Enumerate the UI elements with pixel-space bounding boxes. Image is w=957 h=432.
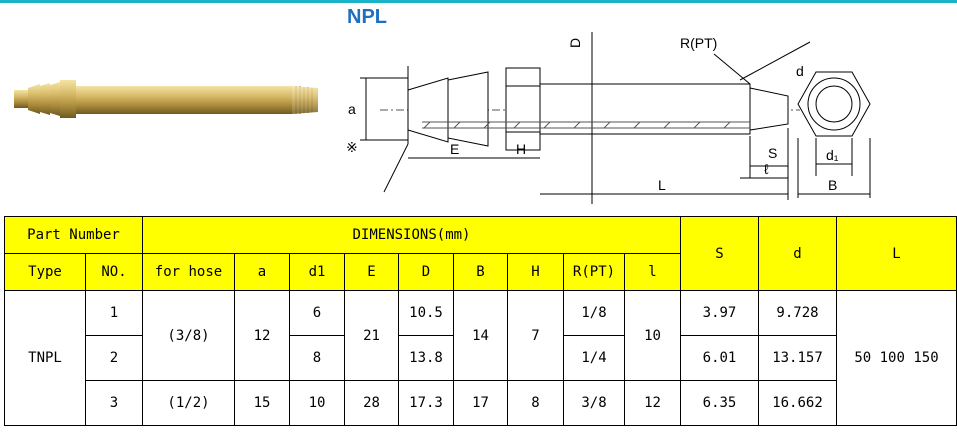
d1-cell: 10 (289, 380, 345, 426)
h-cell: 7 (507, 290, 564, 381)
b-cell: 17 (453, 380, 508, 426)
d-outer-cell: 10.5 (398, 290, 454, 336)
d1-cell: 6 (289, 290, 345, 336)
label-B: B (828, 177, 837, 193)
s-cell: 3.97 (680, 290, 759, 336)
label-a: a (348, 101, 356, 117)
for-hose-cell: (3/8) (142, 290, 235, 381)
no-cell: 2 (85, 335, 143, 381)
s-header: S (680, 216, 759, 291)
label-L: L (658, 177, 666, 193)
r-cell: 1/8 (563, 290, 625, 336)
b-cell: 14 (453, 290, 508, 381)
d-outer-cell: 17.3 (398, 380, 454, 426)
d1-header: d1 (289, 253, 345, 291)
h-header: H (507, 253, 564, 291)
e-cell: 21 (344, 290, 399, 381)
type-cell: TNPL (4, 290, 86, 426)
no-cell: 1 (85, 290, 143, 336)
product-title: NPL (347, 6, 387, 28)
l-cell: 12 (624, 380, 681, 426)
label-R: R(PT) (680, 35, 717, 51)
label-d: d (796, 63, 804, 79)
s-cell: 6.35 (680, 380, 759, 426)
brass-nipple-photo (14, 80, 318, 118)
a-header: a (234, 253, 290, 291)
d1-cell: 8 (289, 335, 345, 381)
part-number-header: Part Number (4, 216, 143, 254)
d-outer-header: D (398, 253, 454, 291)
r-cell: 1/4 (563, 335, 625, 381)
d-cell: 16.662 (758, 380, 837, 426)
dimension-drawing: D R(PT) d a ※ E H S ℓ L d₁ B (346, 32, 871, 204)
d-outer-cell: 13.8 (398, 335, 454, 381)
dimensions-table: Part Number DIMENSIONS(mm) S d L Type NO… (4, 216, 957, 426)
top-accent-bar (0, 0, 957, 3)
e-cell: 28 (344, 380, 399, 426)
l-cell: 10 (624, 290, 681, 381)
r-header: R(PT) (563, 253, 625, 291)
l-header: l (624, 253, 681, 291)
label-D: D (567, 38, 583, 48)
dimensions-header: DIMENSIONS(mm) (142, 216, 681, 254)
header-row-1: Part Number DIMENSIONS(mm) S d L (4, 216, 957, 291)
for-hose-header: for hose (142, 253, 235, 291)
s-cell: 6.01 (680, 335, 759, 381)
h-cell: 8 (507, 380, 564, 426)
label-E: E (450, 141, 459, 157)
for-hose-cell: (1/2) (142, 380, 235, 426)
r-cell: 3/8 (563, 380, 625, 426)
table-row: 3 (1/2) 15 10 28 17.3 17 8 3/8 12 6.35 1… (5, 380, 957, 426)
d-cell: 9.728 (758, 290, 837, 336)
label-d1: d₁ (826, 147, 839, 163)
b-header: B (453, 253, 508, 291)
d-header: d (758, 216, 837, 291)
a-cell: 15 (234, 380, 290, 426)
no-cell: 3 (85, 380, 143, 426)
header-row-2: Type NO. for hose a d1 E D B H R(PT) l (4, 253, 957, 291)
table-row: TNPL 1 (3/8) 12 6 21 10.5 14 7 1/8 10 3.… (4, 290, 957, 426)
label-H: H (516, 141, 526, 157)
label-S: S (768, 145, 777, 161)
a-cell: 12 (234, 290, 290, 381)
e-header: E (344, 253, 399, 291)
type-header: Type (4, 253, 86, 291)
l-length-cell: 50 100 150 (836, 290, 957, 426)
no-header: NO. (85, 253, 143, 291)
label-l: ℓ (764, 161, 769, 177)
l-length-header: L (836, 216, 957, 291)
label-mark: ※ (346, 139, 358, 155)
d-cell: 13.157 (758, 335, 837, 381)
